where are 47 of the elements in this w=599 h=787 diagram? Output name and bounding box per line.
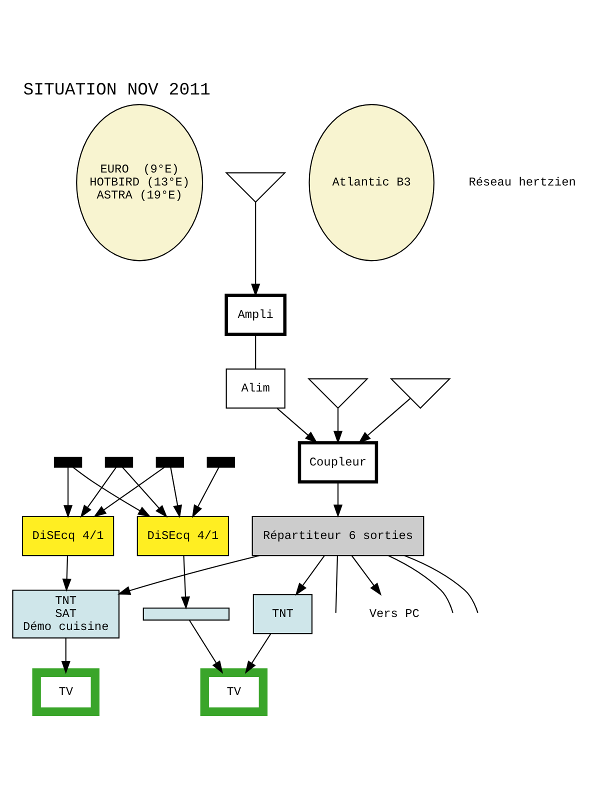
node-text: Vers PC	[369, 606, 420, 621]
node-box: Alim	[226, 368, 286, 408]
arrow	[251, 202, 260, 296]
arrow	[170, 466, 182, 518]
node-box: DiSEcq 4/1	[22, 515, 114, 556]
arrow	[188, 619, 224, 674]
arrow	[244, 633, 272, 674]
arrow	[333, 408, 343, 444]
arrow	[358, 398, 411, 444]
arrow	[351, 555, 382, 596]
node-box: Coupleur	[298, 440, 378, 483]
node-box: DiSEcq 4/1	[136, 515, 230, 556]
arrow	[62, 555, 72, 592]
connector	[255, 334, 256, 368]
node-box: TNT SAT Démo cuisine	[12, 589, 120, 638]
label: Réseau hertzien	[468, 175, 576, 190]
node-box: Répartiteur 6 sorties	[252, 515, 424, 556]
arrow	[333, 482, 343, 518]
connector	[335, 555, 338, 612]
node-antenna	[307, 378, 369, 408]
node-box: TV	[32, 668, 100, 716]
arrow	[122, 466, 168, 518]
node-antenna	[390, 378, 451, 408]
node-box	[156, 456, 184, 468]
node-box: TV	[200, 668, 268, 716]
arrow	[276, 408, 318, 444]
node-box	[206, 456, 235, 468]
arrow	[80, 466, 117, 518]
arrow	[61, 637, 70, 674]
arrow	[192, 466, 220, 518]
node-box	[104, 456, 134, 468]
connector	[404, 554, 478, 612]
arrow	[63, 466, 73, 518]
arrow	[72, 466, 151, 517]
node-ellipse: Atlantic B3	[308, 103, 434, 261]
diagram-title: SITUATION NOV 2011	[23, 81, 210, 100]
node-antenna	[225, 172, 286, 202]
arrow	[295, 555, 325, 596]
connector	[388, 554, 454, 612]
arrow	[117, 554, 260, 594]
node-ellipse: EURO (9°E) HOTBIRD (13°E) ASTRA (19°E)	[76, 103, 204, 261]
arrow	[180, 555, 190, 610]
node-box	[142, 607, 230, 620]
arrow	[93, 466, 165, 517]
node-box: Ampli	[224, 293, 286, 336]
node-box	[54, 456, 82, 468]
node-box: TNT	[252, 594, 313, 634]
